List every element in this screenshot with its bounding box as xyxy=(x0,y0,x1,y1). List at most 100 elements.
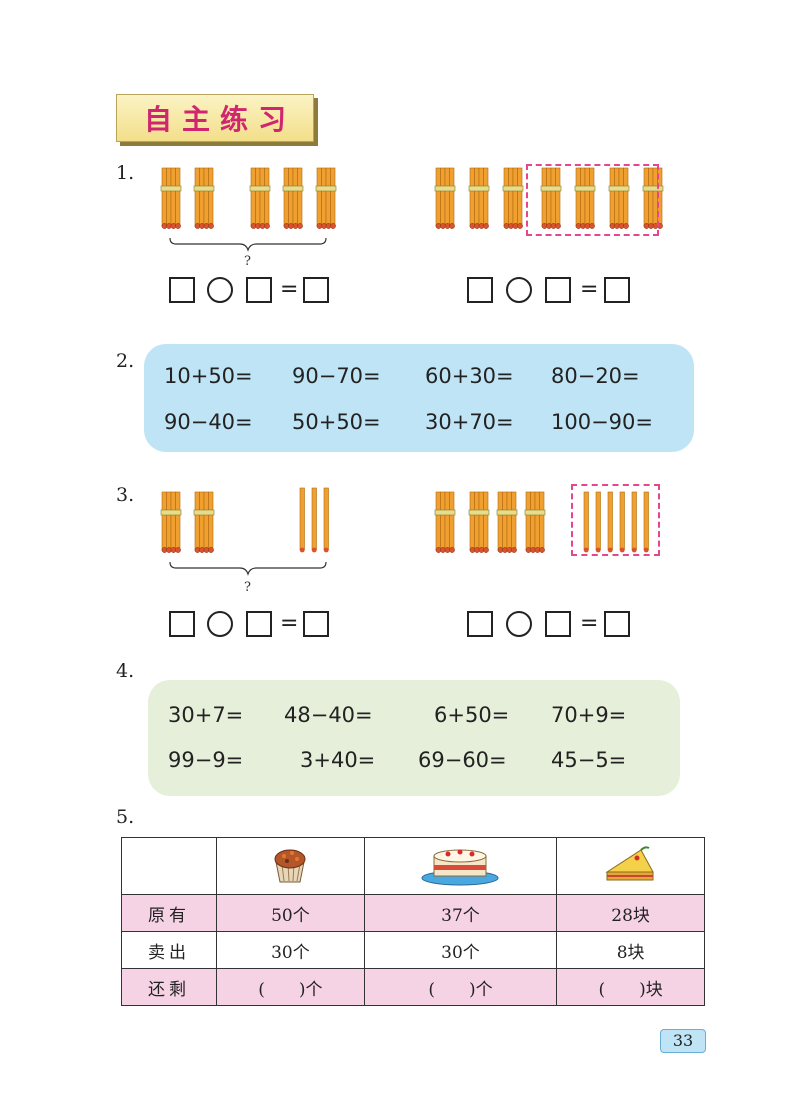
stick-bundle xyxy=(315,167,337,229)
q5-cell: 8块 xyxy=(556,931,705,969)
q1-right-operator-circle[interactable] xyxy=(506,277,532,303)
stick-bundle xyxy=(574,167,596,229)
q3-right-illustration xyxy=(434,491,649,553)
q5-row-original: 原有 50个 37个 28块 xyxy=(121,894,705,932)
q2-panel xyxy=(144,344,694,452)
q2-expression: 100−90= xyxy=(551,410,653,434)
section-title: 自主练习 xyxy=(143,103,296,136)
stick-bundle xyxy=(160,491,182,553)
q5-cell: 28块 xyxy=(556,894,705,932)
q5-header-muffin xyxy=(216,837,365,895)
q5-table: 原有 50个 37个 28块 卖出 30个 30个 8块 还剩 ( )个 ( )… xyxy=(121,837,705,1006)
stick-bundle xyxy=(496,491,518,553)
single-stick xyxy=(643,491,649,553)
q1-right-bundles xyxy=(434,167,664,229)
q1-right-answer-box-2[interactable] xyxy=(545,277,571,303)
q5-answer-cell[interactable]: ( )块 xyxy=(556,968,705,1006)
q5-cell: 37个 xyxy=(363,894,558,932)
q5-row-remaining: 还剩 ( )个 ( )个 ( )块 xyxy=(121,968,705,1006)
single-stick xyxy=(619,491,625,553)
question-4-number: 4. xyxy=(116,660,135,682)
single-stick xyxy=(631,491,637,553)
stick-bundle xyxy=(249,167,271,229)
stick-bundle xyxy=(434,167,456,229)
q1-left-bundles xyxy=(160,167,337,229)
muffin-icon xyxy=(274,849,306,882)
q1-right-illustration xyxy=(434,167,664,229)
q3-right-equals: = xyxy=(580,611,599,636)
single-stick xyxy=(607,491,613,553)
stick-bundle xyxy=(524,491,546,553)
stick-bundle xyxy=(468,167,490,229)
q5-row-label: 还剩 xyxy=(121,968,217,1006)
q4-expression: 99−9= xyxy=(168,748,244,772)
q5-header-pie xyxy=(556,837,705,895)
page-number: 33 xyxy=(660,1029,706,1053)
q3-right-single-sticks xyxy=(583,491,649,553)
q3-left-operator-circle[interactable] xyxy=(207,611,233,637)
q5-header-cake xyxy=(363,837,558,895)
q3-right-bundles xyxy=(434,491,546,553)
stick-bundle xyxy=(160,167,182,229)
q3-left-question-mark: ? xyxy=(244,580,251,595)
q2-expression: 90−70= xyxy=(292,364,381,388)
q3-left-answer-box-1[interactable] xyxy=(169,611,195,637)
q3-left-result-box[interactable] xyxy=(303,611,329,637)
single-stick xyxy=(311,487,317,553)
q3-right-result-box[interactable] xyxy=(604,611,630,637)
q1-right-result-box[interactable] xyxy=(604,277,630,303)
q3-dashed-box xyxy=(571,484,660,556)
q3-left-answer-box-2[interactable] xyxy=(246,611,272,637)
q3-left-equals: = xyxy=(280,611,299,636)
q2-expression: 10+50= xyxy=(164,364,253,388)
section-title-banner: 自主练习 xyxy=(116,94,314,142)
q1-left-result-box[interactable] xyxy=(303,277,329,303)
q4-expression: 3+40= xyxy=(300,748,376,772)
stick-bundle xyxy=(468,491,490,553)
q5-answer-cell[interactable]: ( )个 xyxy=(216,968,365,1006)
q1-left-answer-box-1[interactable] xyxy=(169,277,195,303)
stick-bundle xyxy=(193,491,215,553)
q3-left-illustration xyxy=(160,487,329,576)
single-stick xyxy=(595,491,601,553)
q2-expression: 90−40= xyxy=(164,410,253,434)
q2-expression: 80−20= xyxy=(551,364,640,388)
q3-left-single-sticks xyxy=(299,487,329,553)
q3-left-brace xyxy=(169,561,327,576)
q1-left-brace xyxy=(169,237,327,252)
q2-expression: 60+30= xyxy=(425,364,514,388)
q4-expression: 48−40= xyxy=(284,703,373,727)
q1-dashed-box xyxy=(526,164,659,236)
q4-expression: 70+9= xyxy=(551,703,627,727)
q2-expression: 50+50= xyxy=(292,410,381,434)
q5-cell: 30个 xyxy=(216,931,365,969)
single-stick xyxy=(583,491,589,553)
q1-left-question-mark: ? xyxy=(244,254,251,269)
q3-right-answer-box-1[interactable] xyxy=(467,611,493,637)
stick-bundle xyxy=(193,167,215,229)
q5-row-label: 原有 xyxy=(121,894,217,932)
q5-header-row xyxy=(121,837,705,895)
q1-right-equals: = xyxy=(580,277,599,302)
stick-bundle xyxy=(608,167,630,229)
q1-left-illustration xyxy=(160,167,337,252)
q5-row-sold: 卖出 30个 30个 8块 xyxy=(121,931,705,969)
q3-right-answer-box-2[interactable] xyxy=(545,611,571,637)
question-2-number: 2. xyxy=(116,350,135,372)
q1-left-answer-box-2[interactable] xyxy=(246,277,272,303)
question-5-number: 5. xyxy=(116,806,135,828)
question-3-number: 3. xyxy=(116,484,135,506)
q5-cell: 30个 xyxy=(363,931,558,969)
q5-answer-cell[interactable]: ( )个 xyxy=(363,968,558,1006)
cake-icon xyxy=(421,849,499,885)
q4-expression: 45−5= xyxy=(551,748,627,772)
q4-expression: 30+7= xyxy=(168,703,244,727)
q4-expression: 69−60= xyxy=(418,748,507,772)
q1-left-operator-circle[interactable] xyxy=(207,277,233,303)
stick-bundle xyxy=(434,491,456,553)
q1-left-equals: = xyxy=(280,277,299,302)
q3-right-operator-circle[interactable] xyxy=(506,611,532,637)
q1-right-answer-box-1[interactable] xyxy=(467,277,493,303)
q5-row-label: 卖出 xyxy=(121,931,217,969)
question-1-number: 1. xyxy=(116,162,135,184)
